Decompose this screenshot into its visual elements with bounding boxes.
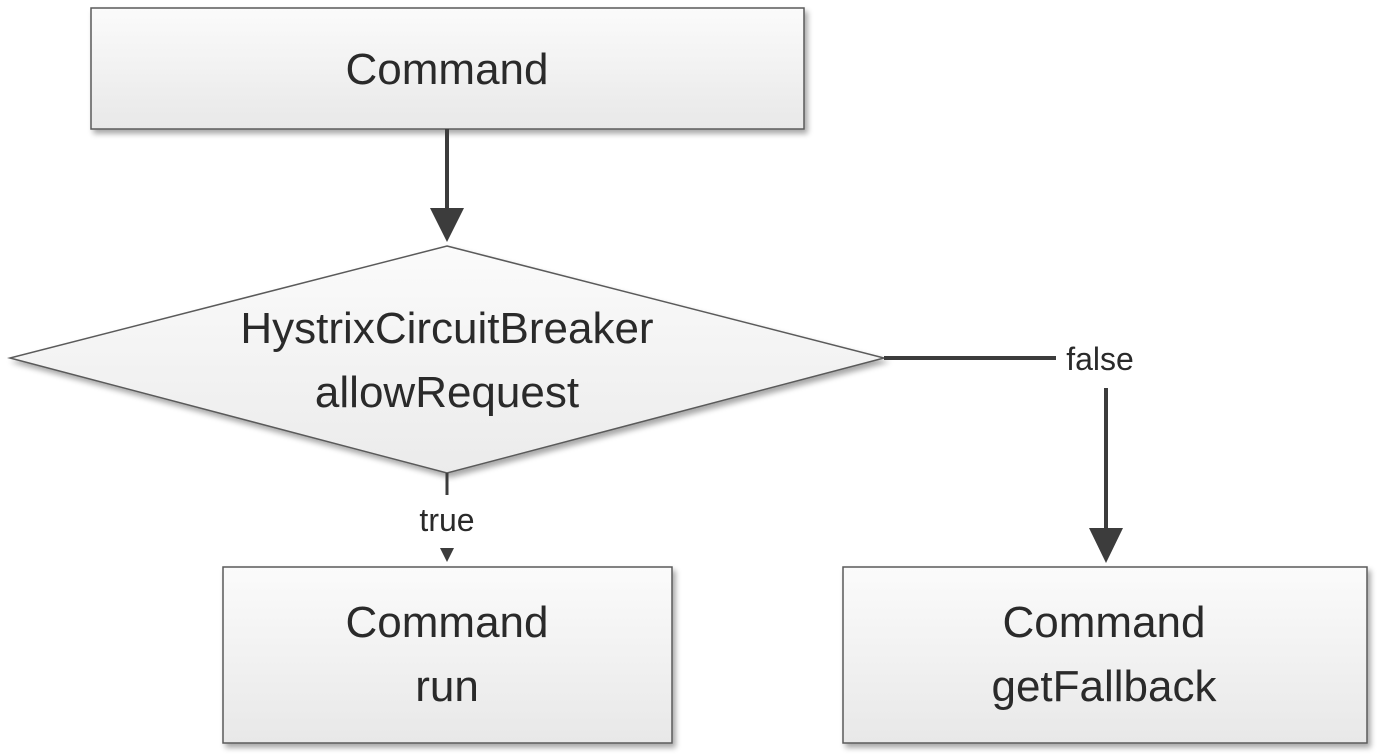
decision-node: HystrixCircuitBreaker allowRequest bbox=[7, 245, 887, 474]
run-label-line1: Command bbox=[346, 598, 549, 647]
run-box bbox=[222, 566, 673, 744]
fallback-box bbox=[842, 566, 1368, 744]
decision-label-line2: allowRequest bbox=[315, 368, 579, 417]
arrow-false-branch: false bbox=[884, 341, 1134, 563]
fallback-label-line2: getFallback bbox=[991, 662, 1217, 711]
decision-label-line1: HystrixCircuitBreaker bbox=[240, 304, 653, 353]
true-edge-label: true bbox=[419, 502, 474, 538]
arrow-command-to-decision bbox=[430, 129, 464, 242]
arrow-true-branch: true bbox=[419, 473, 475, 562]
false-edge-label: false bbox=[1066, 341, 1134, 377]
command-node: Command bbox=[90, 7, 805, 130]
fallback-node: Command getFallback bbox=[842, 566, 1368, 744]
command-label: Command bbox=[346, 45, 549, 94]
decision-diamond bbox=[7, 245, 887, 474]
fallback-label-line1: Command bbox=[1003, 598, 1206, 647]
run-node: Command run bbox=[222, 566, 673, 744]
command-box bbox=[90, 7, 805, 130]
run-label-line2: run bbox=[415, 662, 479, 711]
